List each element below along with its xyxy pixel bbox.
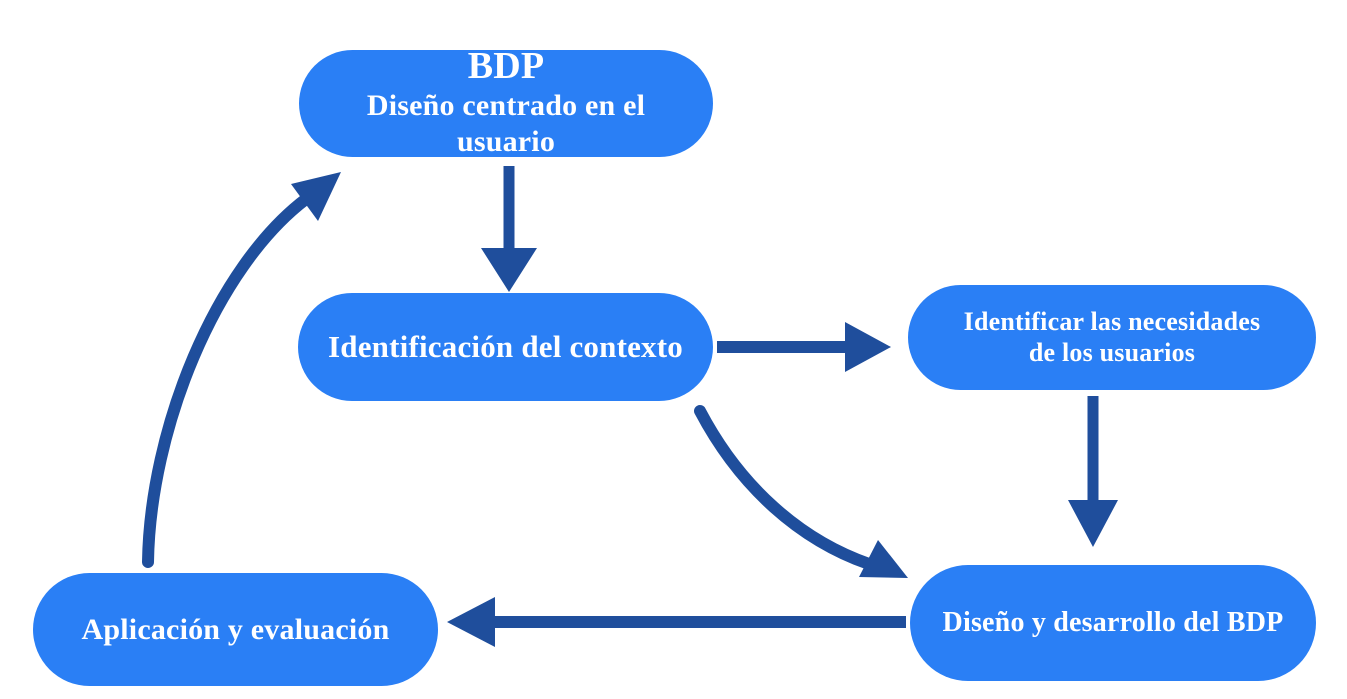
node-aplicacion-evaluacion[interactable]: Aplicación y evaluación [33, 573, 438, 686]
node-diseno-desarrollo-bdp-label: Diseño y desarrollo del BDP [942, 607, 1284, 639]
node-aplicacion-evaluacion-label: Aplicación y evaluación [81, 612, 390, 646]
edge-desarrollo-to-aplicacion [447, 597, 906, 647]
edge-contexto-to-desarrollo [694, 405, 908, 578]
node-identificar-necesidades-line2: de los usuarios [1028, 337, 1196, 367]
node-bdp[interactable]: BDP Diseño centrado en el usuario [299, 45, 713, 158]
node-identificacion-contexto[interactable]: Identificación del contexto [298, 293, 713, 401]
node-identificar-necesidades[interactable]: Identificar las necesidades de los usuar… [908, 285, 1316, 390]
edge-contexto-to-necesidades [717, 322, 891, 372]
node-identificar-necesidades-line1: Identificar las necesidades [963, 306, 1261, 336]
node-bdp-subtitle: Diseño centrado en el usuario [366, 88, 646, 158]
node-bdp-title: BDP [467, 45, 545, 88]
edge-bdp-to-contexto [481, 166, 537, 292]
node-diseno-desarrollo-bdp[interactable]: Diseño y desarrollo del BDP [910, 565, 1316, 681]
node-identificacion-contexto-label: Identificación del contexto [328, 328, 683, 364]
edge-necesidades-to-desarrollo [1068, 396, 1118, 547]
